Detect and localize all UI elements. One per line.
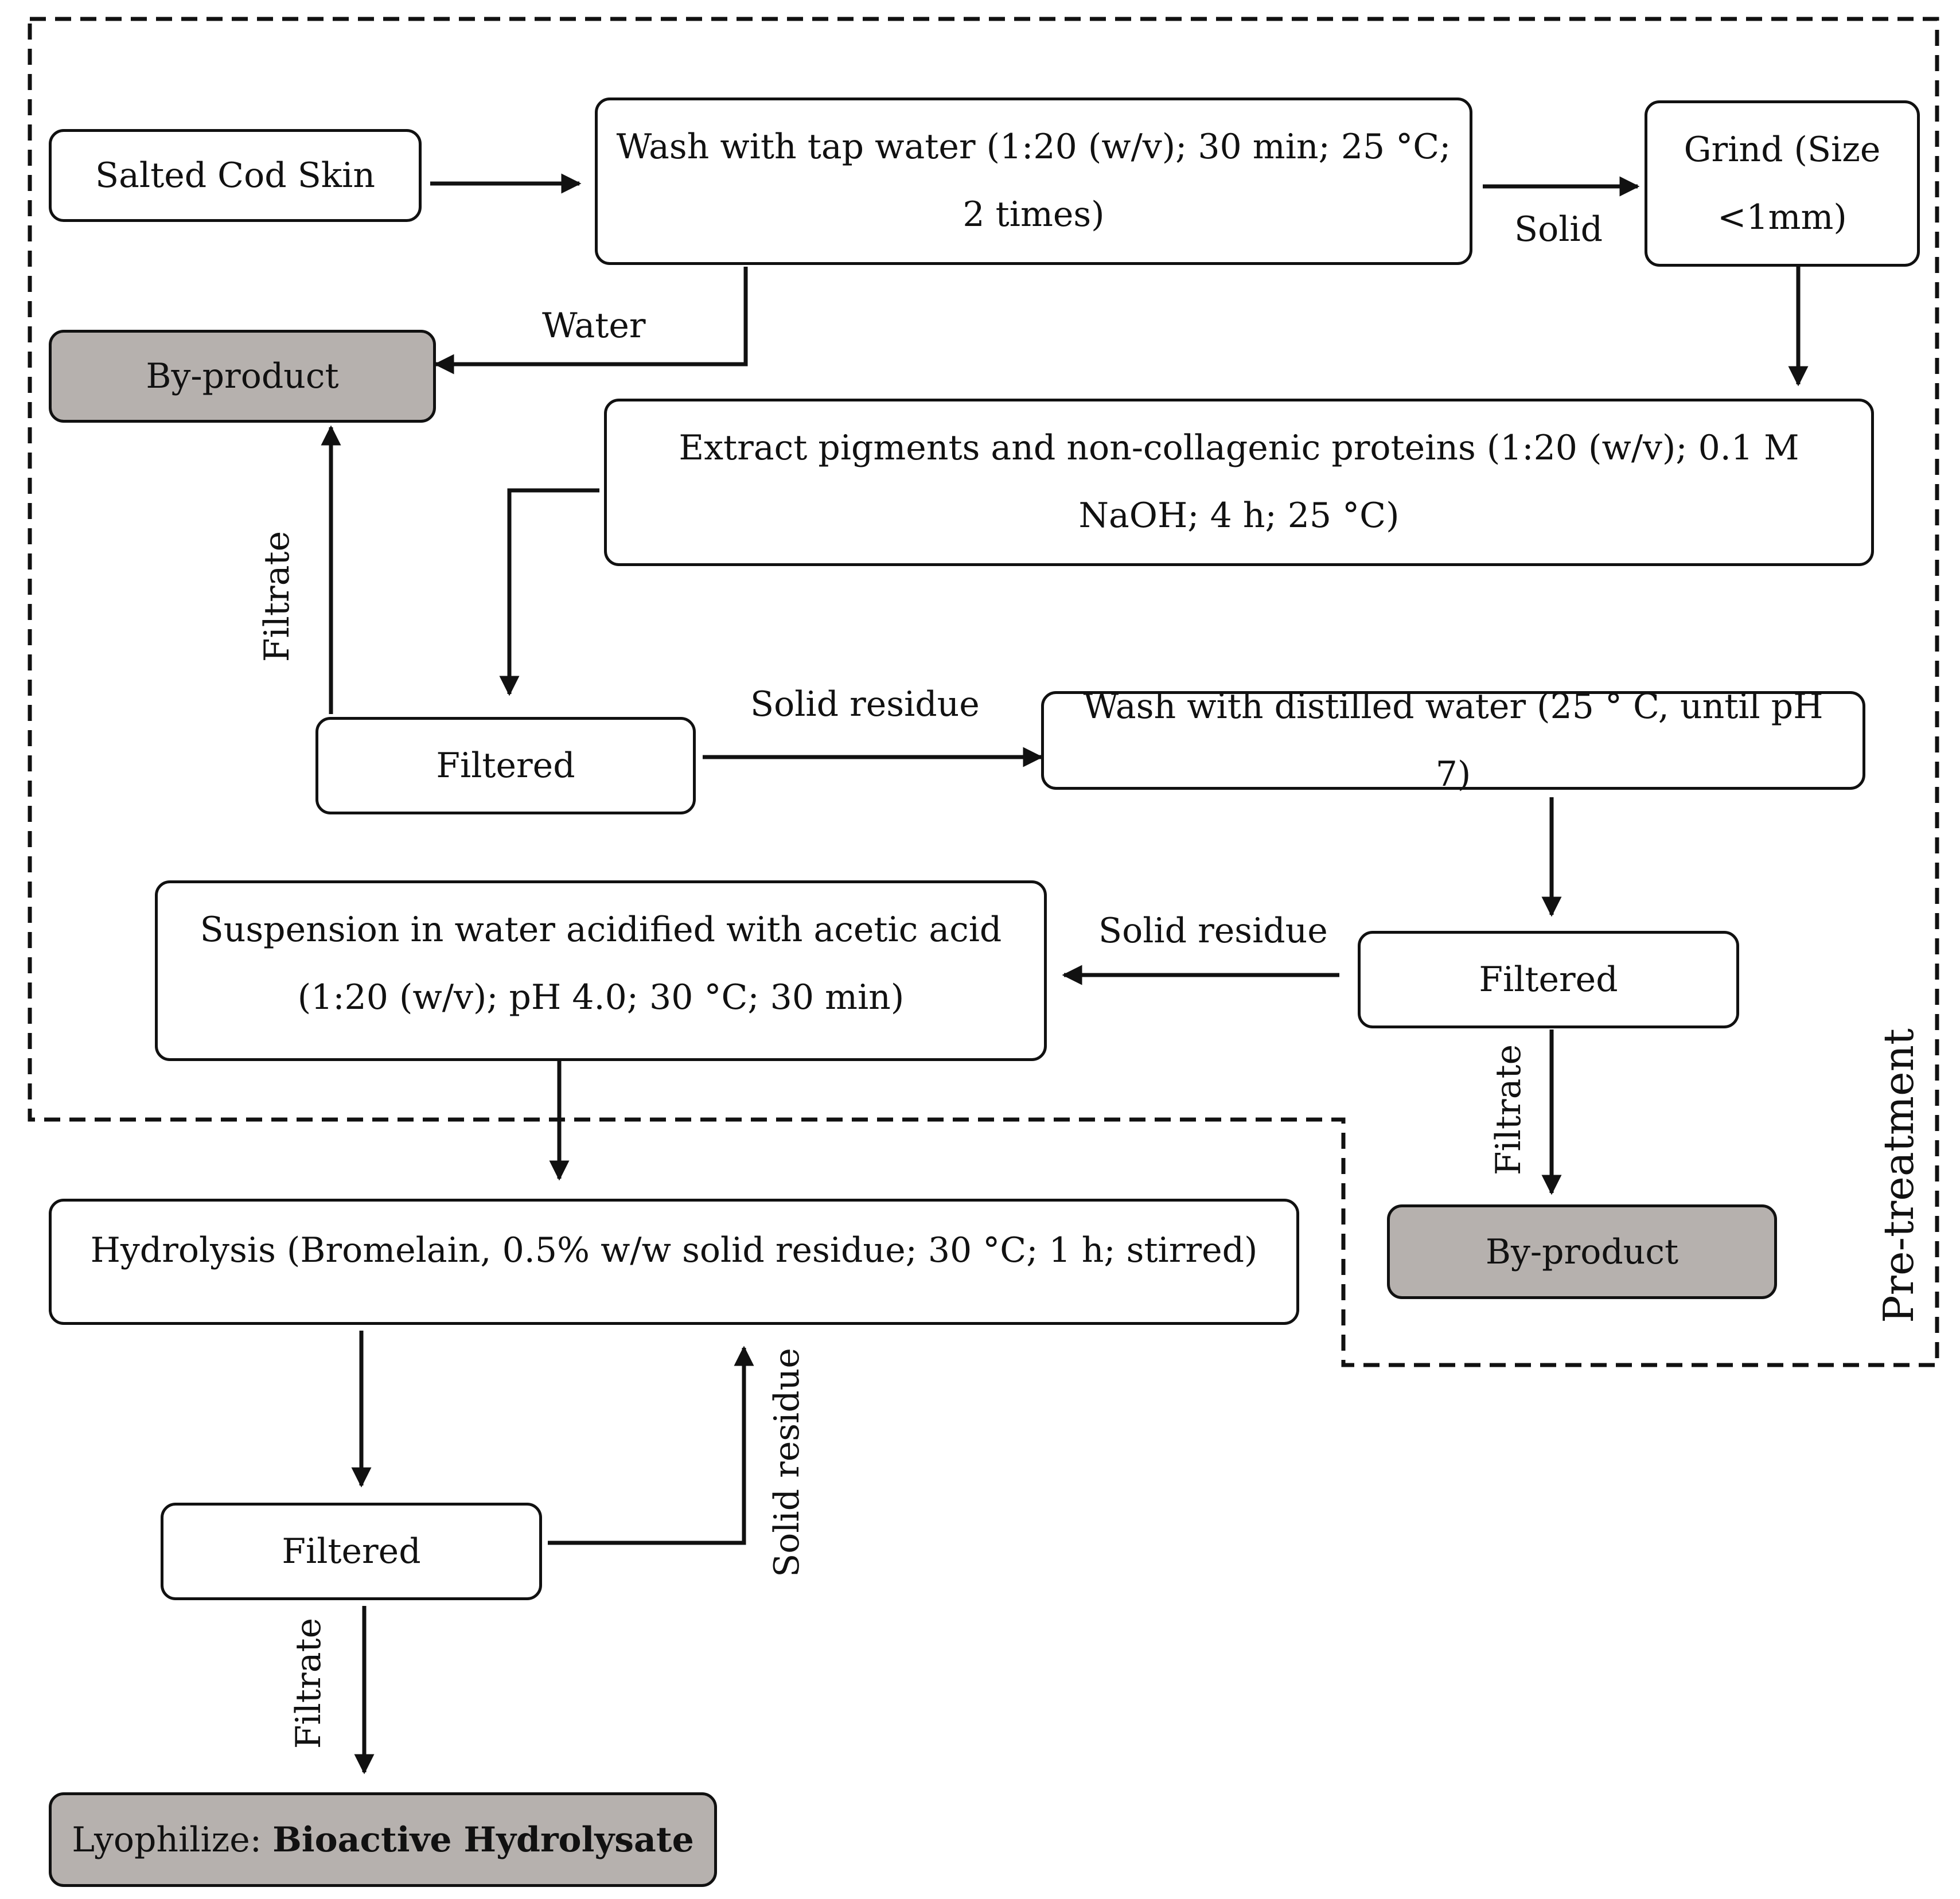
pretreatment-region	[28, 17, 1939, 1367]
lyophilize-prefix: Lyophilize:	[72, 1819, 273, 1860]
lyophilize-product: Bioactive Hydrolysate	[272, 1819, 694, 1860]
salted-cod-skin-label: Salted Cod Skin	[95, 155, 375, 196]
solid-label: Solid	[1514, 209, 1603, 249]
suspension-label: Suspension in water acidified with aceti…	[200, 910, 1002, 1017]
filtered-box-1: Filtered	[315, 717, 696, 814]
arrow-extract-to-filtered	[499, 488, 599, 696]
solid-residue-label-3: Solid residue	[767, 1348, 807, 1577]
filtered-label-2: Filtered	[1479, 960, 1618, 1000]
filtrate-label-2: Filtrate	[1488, 1044, 1529, 1176]
salted-cod-skin-box: Salted Cod Skin	[49, 129, 422, 222]
arrow-wash-to-byproduct	[434, 267, 748, 375]
filtered-box-3: Filtered	[161, 1503, 542, 1600]
filtered-box-2: Filtered	[1358, 931, 1739, 1028]
solid-residue-label-2: Solid residue	[1098, 911, 1328, 951]
solid-residue-label-1: Solid residue	[750, 684, 980, 724]
wash-distilled-box: Wash with distilled water (25 ° C, until…	[1041, 687, 1865, 794]
lyophilize-box: Lyophilize: Bioactive Hydrolysate	[49, 1792, 717, 1887]
wash-tap-water-label: Wash with tap water (1:20 (w/v); 30 min;…	[616, 127, 1451, 235]
water-label: Water	[542, 306, 646, 346]
filtrate-label-3: Filtrate	[289, 1617, 329, 1749]
filtered-label-3: Filtered	[282, 1531, 421, 1572]
extract-label: Extract pigments and non-collagenic prot…	[679, 428, 1799, 536]
byproduct-label-2: By-product	[1485, 1231, 1679, 1272]
pretreatment-label: Pre-treatment	[1875, 1028, 1923, 1323]
suspension-box: Suspension in water acidified with aceti…	[155, 880, 1047, 1061]
byproduct-box-2: By-product	[1387, 1204, 1777, 1299]
byproduct-box-1: By-product	[49, 330, 436, 423]
wash-distilled-label: Wash with distilled water (25 ° C, until…	[1083, 687, 1823, 794]
wash-tap-water-box: Wash with tap water (1:20 (w/v); 30 min;…	[595, 98, 1472, 265]
hydrolysis-box: Hydrolysis (Bromelain, 0.5% w/w solid re…	[49, 1199, 1299, 1325]
byproduct-label-1: By-product	[146, 356, 339, 396]
filtered-label-1: Filtered	[436, 746, 575, 786]
filtrate-label-1: Filtrate	[257, 531, 297, 662]
hydrolysis-label: Hydrolysis (Bromelain, 0.5% w/w solid re…	[90, 1230, 1258, 1270]
extract-box: Extract pigments and non-collagenic prot…	[604, 399, 1874, 566]
grind-label: Grind (Size <1mm)	[1684, 130, 1881, 237]
grind-box: Grind (Size <1mm)	[1645, 100, 1920, 267]
arrow-filtered-to-hydrolysis	[548, 1346, 754, 1545]
lyophilize-label: Lyophilize: Bioactive Hydrolysate	[72, 1806, 694, 1874]
